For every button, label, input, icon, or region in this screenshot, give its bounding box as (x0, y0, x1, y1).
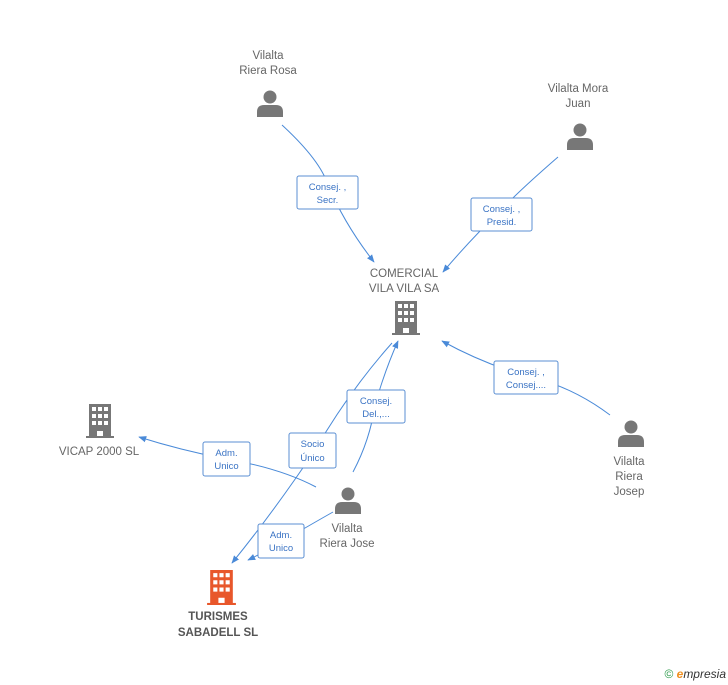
node-label: Vilalta (613, 456, 645, 468)
person-icon (257, 90, 283, 117)
node-juan[interactable]: Vilalta Mora Juan (548, 83, 609, 150)
node-josep[interactable]: Vilalta Riera Josep (613, 420, 645, 499)
edge-label-line: Adm. (270, 530, 292, 541)
edge-label-juan[interactable]: Consej. , Presid. (470, 197, 533, 232)
edge-label-line: Consej. , (507, 367, 545, 378)
edge-label-line: Consej. (360, 396, 392, 407)
node-label: Vilalta (331, 523, 363, 535)
node-rosa[interactable]: Vilalta Riera Rosa (239, 50, 297, 117)
edge-label-line: Socio (301, 439, 325, 450)
node-label: VICAP 2000 SL (59, 446, 140, 458)
edge-label-line: Unico (214, 461, 238, 472)
building-icon (86, 404, 114, 438)
edge-label-line: Único (300, 453, 324, 464)
edge-label-line: Consej. , (483, 204, 521, 215)
node-comercial[interactable]: COMERCIAL VILA VILA SA (369, 268, 440, 335)
edge-label-socio[interactable]: Socio Único (288, 432, 337, 469)
person-icon (335, 487, 361, 514)
node-label: Josep (614, 486, 645, 498)
edge-label-rosa[interactable]: Consej. , Secr. (296, 175, 359, 210)
building-icon (207, 570, 236, 605)
person-icon (567, 123, 593, 150)
node-label: VILA VILA SA (369, 283, 440, 295)
node-label: TURISMES (188, 611, 248, 623)
edge-label-line: Del.,... (362, 409, 389, 420)
brand-logo-e: e (676, 667, 684, 681)
edge-label-line: Unico (269, 543, 293, 554)
node-label: SABADELL SL (178, 627, 258, 639)
edge-label-jose-comercial[interactable]: Consej. Del.,... (346, 389, 406, 424)
edge-label-josep[interactable]: Consej. , Consej.... (493, 360, 559, 395)
node-turismes[interactable]: TURISMES SABADELL SL (178, 570, 258, 639)
node-label: Vilalta Mora (548, 83, 609, 95)
edge-label-line: Consej. , (309, 182, 347, 193)
building-icon (392, 301, 420, 335)
person-icon (618, 420, 644, 447)
edge-label-line: Adm. (215, 448, 237, 459)
brand-footer: © empresia (664, 667, 726, 681)
node-jose[interactable]: Vilalta Riera Jose (320, 487, 375, 551)
node-label: Riera Rosa (239, 65, 297, 77)
edge-label-line: Consej.... (506, 380, 546, 391)
node-label: Vilalta (252, 50, 284, 62)
node-label: COMERCIAL (370, 268, 439, 280)
node-label: Juan (566, 98, 591, 110)
edge-label-line: Presid. (487, 217, 517, 228)
copyright-icon: © (664, 667, 674, 681)
edge-label-vicap[interactable]: Adm. Unico (202, 441, 251, 477)
node-vicap[interactable]: VICAP 2000 SL (59, 404, 140, 458)
edges (138, 124, 611, 564)
edge-label-line: Secr. (317, 195, 339, 206)
node-label: Riera (615, 471, 643, 483)
brand-name: mpresia (683, 667, 726, 681)
node-label: Riera Jose (320, 538, 375, 550)
edge-label-jose-turismes[interactable]: Adm. Unico (257, 523, 305, 559)
